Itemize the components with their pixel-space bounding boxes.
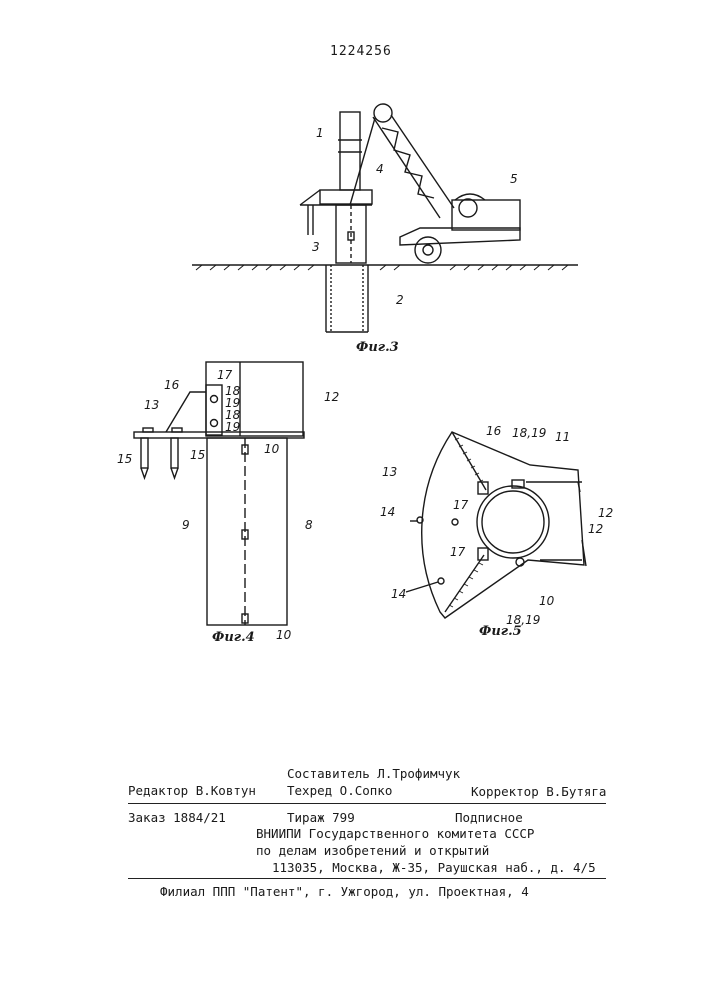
fig4-label-8: 8 (305, 518, 313, 532)
fig3-label-5: 5 (510, 172, 518, 186)
fig5-label-17a: 17 (453, 498, 468, 512)
fig3-label-4: 4 (376, 162, 384, 176)
fig4-label-17: 17 (217, 368, 232, 382)
fig5-caption: Фиг.5 (479, 624, 522, 639)
fig4-caption: Фиг.4 (212, 630, 255, 645)
fig5-drawing (406, 432, 586, 618)
fig4-label-15b: 15 (190, 448, 205, 462)
footer-divider-bottom (128, 878, 606, 879)
fig5-label-10: 10 (539, 594, 554, 608)
fig5-label-1819a: 18,19 (512, 426, 546, 440)
footer-divider-top (128, 803, 606, 804)
fig3-label-3: 3 (312, 240, 320, 254)
fig5-label-16: 16 (486, 424, 501, 438)
fig4-label-12: 12 (324, 390, 339, 404)
fig3-drawing (192, 104, 578, 332)
techred: Техред О.Сопко (287, 783, 392, 798)
fig5-label-11: 11 (555, 430, 570, 444)
fig5-label-12b: 12 (588, 522, 603, 536)
fig3-label-2: 2 (396, 293, 404, 307)
fig4-drawing (134, 362, 304, 625)
branch: Филиал ППП "Патент", г. Ужгород, ул. Про… (160, 884, 529, 899)
org-line-2: по делам изобретений и открытий (256, 843, 489, 858)
editor: Редактор В.Ковтун (128, 783, 256, 798)
fig4-label-16: 16 (164, 378, 179, 392)
fig4-label-10b: 10 (276, 628, 291, 642)
address: 113035, Москва, Ж-35, Раушская наб., д. … (272, 860, 596, 875)
circulation: Тираж 799 (287, 810, 355, 825)
fig5-label-17b: 17 (450, 545, 465, 559)
fig5-label-13: 13 (382, 465, 397, 479)
fig3-label-1: 1 (316, 126, 324, 140)
fig4-label-10a: 10 (264, 442, 279, 456)
fig4-label-13: 13 (144, 398, 159, 412)
fig4-label-9: 9 (182, 518, 190, 532)
fig5-label-12a: 12 (598, 506, 613, 520)
subscription: Подписное (455, 810, 523, 825)
corrector: Корректор В.Бутяга (471, 784, 606, 799)
fig3-caption: Фиг.3 (356, 340, 399, 355)
fig5-label-14a: 14 (380, 505, 395, 519)
compiler: Составитель Л.Трофимчук (287, 766, 460, 781)
order: Заказ 1884/21 (128, 810, 226, 825)
fig4-label-19b: 19 (225, 420, 240, 434)
fig4-label-15a: 15 (117, 452, 132, 466)
org-line-1: ВНИИПИ Государственного комитета СССР (256, 826, 534, 841)
fig5-label-14b: 14 (391, 587, 406, 601)
